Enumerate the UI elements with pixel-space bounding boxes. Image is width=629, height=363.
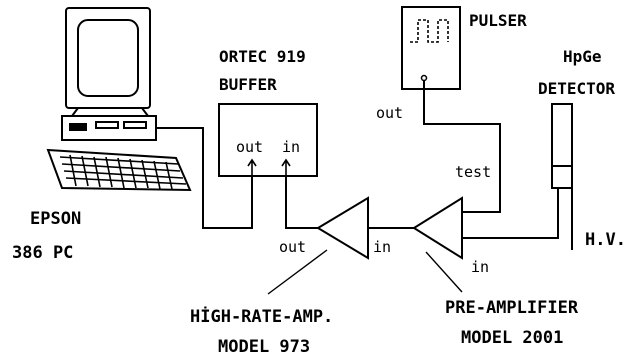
buffer-in-label: in bbox=[282, 138, 300, 156]
preamp-test-label: test bbox=[455, 163, 491, 181]
amp-model-line1: HİGH-RATE-AMP. bbox=[190, 305, 333, 327]
buffer-in-arrow bbox=[281, 158, 291, 176]
amp-out-label: out bbox=[279, 238, 306, 256]
computer-label-line2: 386 PC bbox=[12, 243, 73, 263]
preamp-in-label: in bbox=[471, 258, 489, 276]
amp-in-label: in bbox=[373, 238, 391, 256]
amp-buffer-cable bbox=[285, 176, 318, 229]
buffer-box bbox=[218, 103, 318, 177]
pulser-box bbox=[401, 6, 461, 90]
preamplifier-symbol bbox=[412, 196, 463, 260]
preamp-model-line2: MODEL 2001 bbox=[461, 328, 563, 348]
detector-label-line1: HpGe bbox=[563, 47, 602, 66]
keyboard-keys bbox=[59, 154, 187, 190]
computer-label-line1: EPSON bbox=[30, 209, 81, 229]
detector-label-line2: DETECTOR bbox=[538, 79, 615, 98]
buffer-out-label: out bbox=[236, 138, 263, 156]
buffer-label-line1: ORTEC 919 bbox=[219, 47, 306, 66]
amp-model-line2: MODEL 973 bbox=[218, 337, 310, 357]
square-wave-icon bbox=[410, 19, 449, 43]
computer-buffer-cable bbox=[156, 127, 253, 229]
preamp-model-line1: PRE-AMPLIFIER bbox=[445, 298, 579, 318]
amp-leader-line bbox=[267, 249, 328, 295]
amplifier-symbol bbox=[316, 196, 369, 260]
pulser-test-cable bbox=[423, 80, 501, 213]
buffer-out-arrow bbox=[247, 158, 257, 176]
hv-label: H.V. bbox=[585, 230, 626, 250]
pulser-out-label: out bbox=[376, 104, 403, 122]
pulser-title: PULSER bbox=[469, 11, 527, 30]
buffer-label-line2: BUFFER bbox=[219, 75, 277, 94]
preamp-leader-line bbox=[425, 251, 463, 293]
detector-preamp-cable bbox=[462, 188, 559, 239]
detector-body bbox=[551, 103, 573, 189]
